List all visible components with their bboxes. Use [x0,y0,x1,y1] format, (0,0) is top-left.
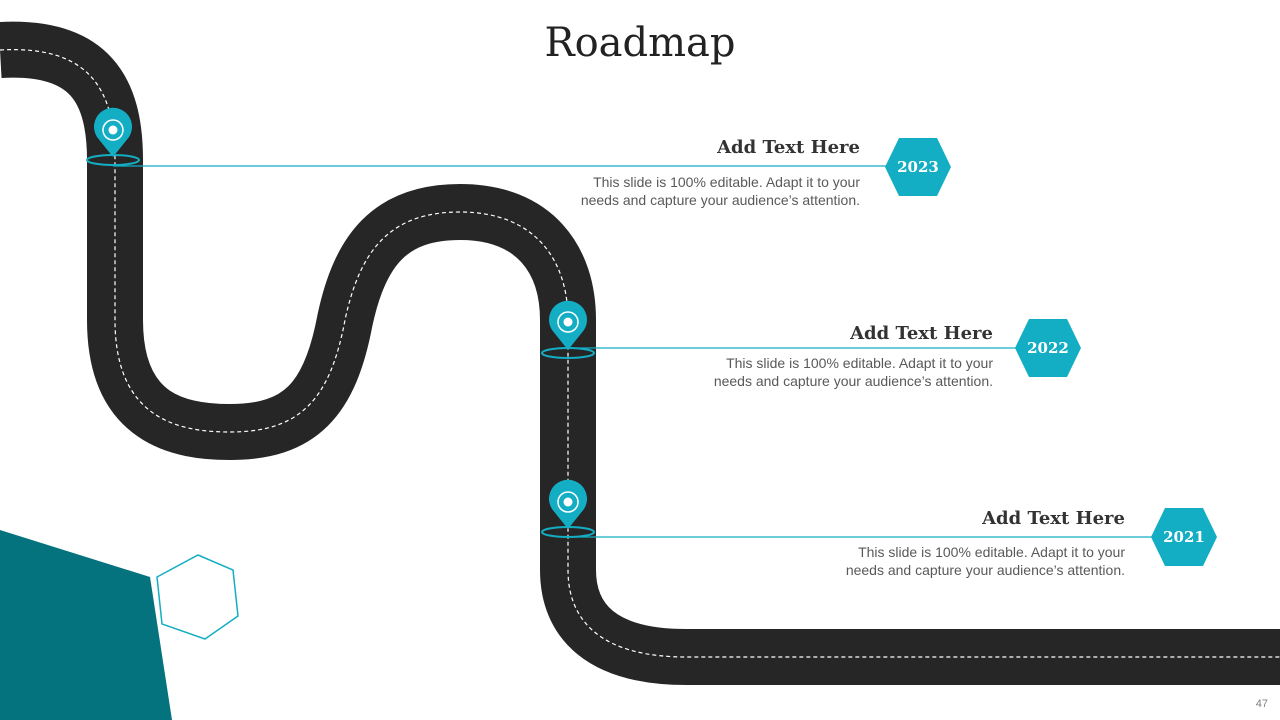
description-line: needs and capture your audience’s attent… [713,373,993,389]
year-hexagon-2022 [1015,319,1081,377]
milestone-heading: Add Text Here [850,323,993,344]
year-label: 2021 [1163,528,1205,546]
year-hexagon-2023 [885,138,951,196]
description-line: This slide is 100% editable. Adapt it to… [726,355,993,371]
map-pin-icon [541,300,595,359]
page-number: 47 [1255,698,1268,710]
map-pin-icon [86,107,140,166]
road-center-line [0,49,1280,658]
year-label: 2023 [897,158,939,176]
year-label: 2022 [1027,339,1069,357]
description-line: needs and capture your audience’s attent… [845,562,1125,578]
description-line: This slide is 100% editable. Adapt it to… [593,174,860,190]
slide-title: Roadmap [544,20,736,66]
milestone-description: This slide is 100% editable. Adapt it to… [714,354,993,390]
milestone-description: This slide is 100% editable. Adapt it to… [581,173,860,209]
hexagon-outline [156,554,239,640]
map-pin-icon [541,479,595,538]
corner-shape [0,530,172,720]
description-line: This slide is 100% editable. Adapt it to… [858,544,1125,560]
description-line: needs and capture your audience’s attent… [580,192,860,208]
year-hexagon-2021 [1151,508,1217,566]
milestone-heading: Add Text Here [717,137,860,158]
milestone-heading: Add Text Here [982,508,1125,529]
milestone-description: This slide is 100% editable. Adapt it to… [846,543,1125,579]
